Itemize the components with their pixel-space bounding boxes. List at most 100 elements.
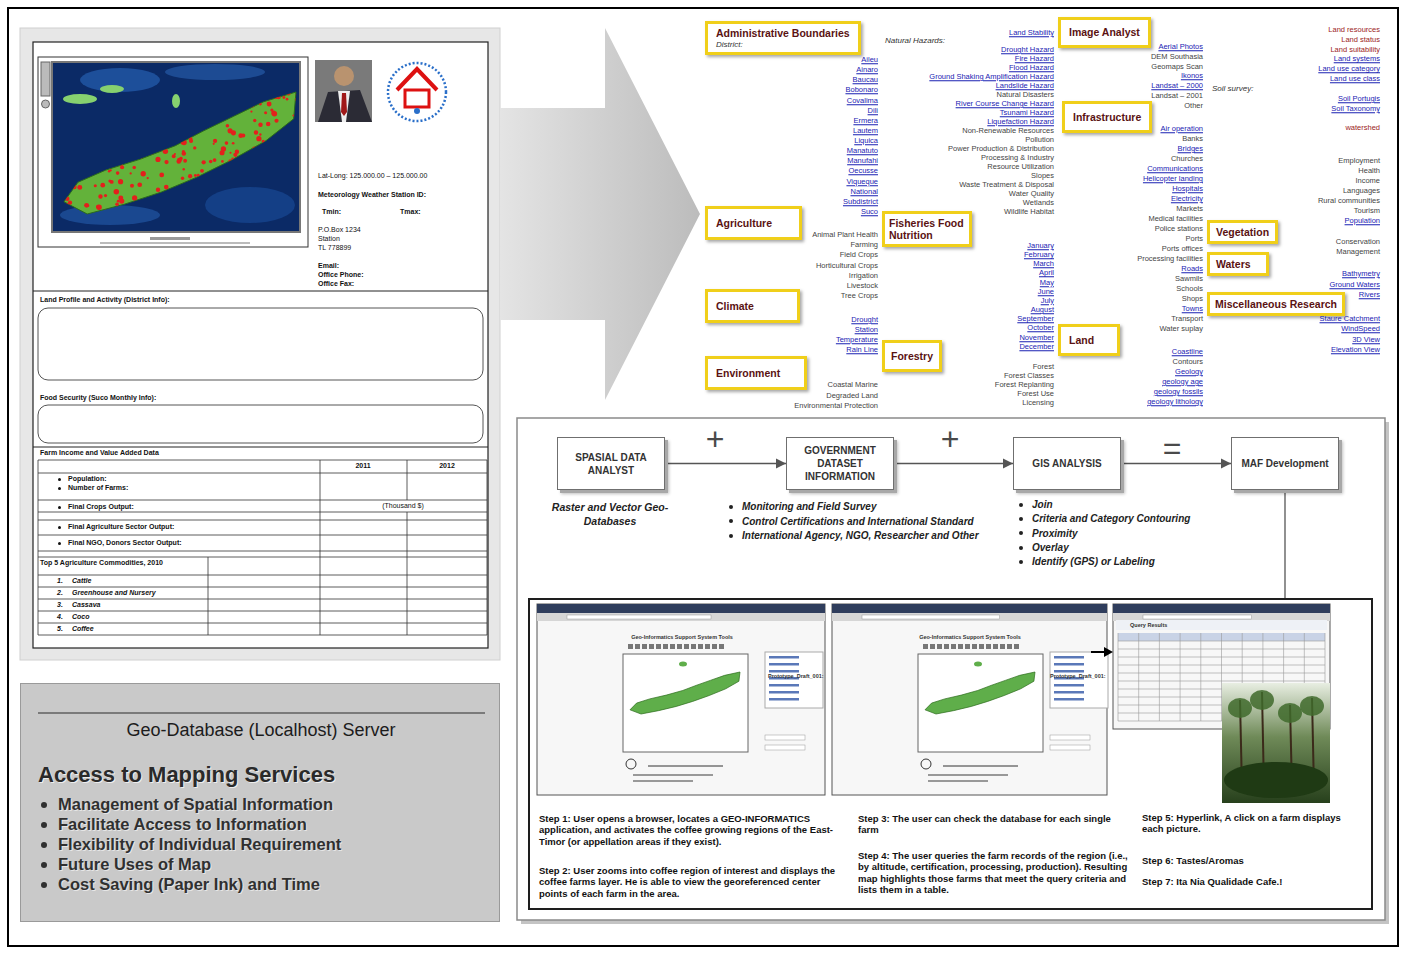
zoom-control: [41, 62, 50, 96]
north-arrow: [921, 759, 931, 769]
form-field: Meteorology Weather Station ID:: [318, 191, 426, 199]
coffee-dot: [89, 114, 93, 118]
coffee-dot: [187, 183, 191, 187]
step-text: Step 4: The user queries the farm record…: [858, 850, 1138, 896]
layer-item: Natural Disasters: [996, 91, 1054, 99]
category-box: Vegetation: [1207, 220, 1278, 244]
form-text: P.O.Box 1234: [318, 226, 361, 234]
layer-item: Wildlife Habitat: [1004, 208, 1054, 216]
coffee-dot: [191, 179, 196, 184]
coffee-dot: [215, 119, 218, 122]
layer-link: November: [1019, 334, 1054, 342]
layer-item: Schools: [1176, 285, 1203, 293]
coffee-dot: [170, 190, 175, 195]
coffee-dot: [278, 89, 280, 91]
coffee-dot: [192, 106, 195, 109]
layer-link: Ermera: [853, 117, 878, 125]
panel-text: Access to Mapping Services: [38, 762, 335, 788]
coffee-dot: [98, 194, 102, 198]
layer-item: Churches: [1171, 155, 1203, 163]
coffee-dot: [101, 98, 104, 101]
form-divider: [33, 291, 488, 292]
form-row: Final Agriculture Sector Output:: [56, 523, 174, 531]
layer-item: DEM Southasia: [1151, 53, 1203, 61]
layer-link: Bobonaro: [845, 87, 878, 95]
tool-icon: [944, 644, 949, 649]
coffee-dot: [268, 103, 271, 106]
coffee-dot: [132, 166, 136, 170]
coffee-dot: [274, 119, 278, 123]
layer-link: April: [1039, 270, 1054, 278]
coffee-dot: [156, 188, 160, 192]
layer-item: Rural communities: [1318, 197, 1380, 205]
screenshot-text: Geo-Informatics Support System Tools: [919, 634, 1021, 640]
form-field: Farm Income and Value Added Data: [40, 449, 159, 457]
coffee-dot: [70, 106, 72, 108]
commodity-item: 3.: [57, 601, 63, 609]
tool-icon: [628, 644, 633, 649]
coffee-dot: [107, 92, 111, 96]
coffee-dot: [253, 119, 256, 122]
steps-panel: Step 1: User opens a browser, locates a …: [528, 598, 1373, 910]
coffee-dot: [262, 172, 267, 177]
tool-icon: [923, 644, 928, 649]
category-box: Environment: [705, 356, 807, 390]
north-arrow: [626, 759, 636, 769]
process-box: SPASIAL DATA ANALYST: [557, 437, 665, 490]
coffee-dot: [80, 102, 82, 104]
coffee-dot: [264, 111, 267, 114]
layer-item: Health: [1358, 167, 1380, 175]
coffee-dot: [283, 181, 287, 185]
sea-pattern: [205, 187, 295, 223]
tool-icon: [1014, 644, 1019, 649]
coffee-dot: [187, 187, 190, 190]
layer-entry: [1054, 656, 1084, 659]
coffee-dot: [233, 153, 237, 157]
coffee-dot: [72, 122, 76, 126]
server-panel: Geo-Database (Localhost) ServerAccess to…: [20, 683, 500, 922]
layer-item: Processing facilities: [1137, 255, 1203, 263]
table-rule: [487, 460, 488, 635]
coffee-dot: [70, 123, 74, 127]
coffee-dot: [275, 197, 278, 200]
tool-icon: [712, 644, 717, 649]
coffee-dot: [207, 180, 210, 183]
bullet-item: Identify (GPS) or Labeling: [1016, 556, 1155, 568]
tool-icon: [965, 644, 970, 649]
layer-link: Subdistrict: [843, 198, 878, 206]
coffee-dot: [89, 116, 92, 119]
coffee-dot: [282, 176, 285, 179]
coffee-dot: [224, 166, 226, 168]
coffee-dot: [229, 152, 231, 154]
category-box: Fisheries Food Nutrition: [882, 211, 972, 247]
category-label: Miscellaneous Research: [1215, 298, 1337, 310]
coffee-dot: [81, 124, 84, 127]
table-column: [1221, 633, 1222, 721]
coffee-dot: [250, 192, 252, 194]
coffee-dot: [70, 100, 74, 104]
layer-link: geology fossils: [1154, 388, 1203, 396]
coffee-dot: [267, 102, 272, 107]
step-text: Step 3: The user can check the database …: [858, 813, 1126, 836]
tree-foliage: [1278, 703, 1302, 723]
map-view: [918, 654, 1043, 752]
commodity-item: Coffee: [72, 625, 94, 633]
layer-link: Drought Hazard: [1001, 46, 1054, 54]
text-line: [633, 780, 693, 782]
coffee-dot: [79, 214, 82, 217]
coffee-dot: [77, 185, 82, 190]
operator-symbol: +: [941, 423, 960, 455]
table-rule: [38, 460, 39, 635]
tree-foliage: [1250, 690, 1274, 710]
layer-item: Forest Use: [1017, 390, 1054, 398]
coffee-dot: [259, 123, 262, 126]
form-text: Lat-Long: 125.000.00 – 125.000.00: [318, 172, 427, 180]
form-field: Food Security (Suco Monthly Info):: [40, 394, 156, 402]
step-text: Step 5: Hyperlink, A click on a farm dis…: [1142, 812, 1364, 835]
coffee-dot: [92, 103, 95, 106]
flow-connector: [894, 463, 1013, 464]
layer-link: geology lithology: [1147, 398, 1203, 406]
coffee-dot: [268, 196, 274, 202]
layer-item: Ports offices: [1162, 245, 1203, 253]
coffee-dot: [130, 184, 134, 188]
